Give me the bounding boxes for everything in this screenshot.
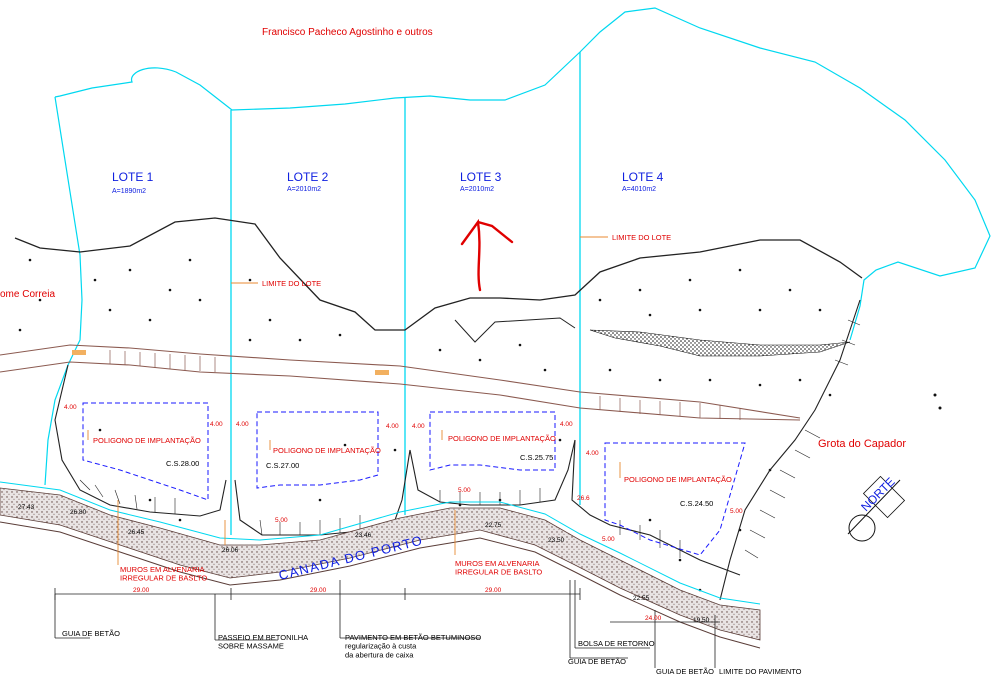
svg-text:4.00: 4.00 [586,450,599,457]
road-curb-north [0,481,761,605]
terrain-edge [14,217,863,331]
legend-guia-betao-2: GUIA DE BETÃO [568,657,626,666]
polygon-label-4: POLIGONO DE IMPLANTAÇÃO [624,475,732,484]
leader-lines [72,236,621,565]
svg-text:5.00: 5.00 [275,517,288,524]
level-label-1: C.S.28.00 [166,459,199,468]
lot-2-area: A=2010m2 [287,186,321,193]
svg-text:29.00: 29.00 [485,587,502,594]
road-edge-south [0,521,761,649]
svg-text:29.00: 29.00 [310,587,327,594]
svg-text:19.50: 19.50 [693,617,710,624]
svg-text:26.45: 26.45 [128,529,145,536]
road-sidewalk [0,487,761,641]
svg-text:22.55: 22.55 [633,595,650,602]
north-owner-label: Francisco Pacheco Agostinho e outros [262,27,433,38]
polygon-label-3: POLIGONO DE IMPLANTAÇÃO [448,434,556,443]
svg-text:4.00: 4.00 [236,421,249,428]
north-symbol [847,475,906,542]
level-label-4: C.S.24.50 [680,499,713,508]
path-hatch [109,350,741,420]
wall-hatch [79,319,861,559]
legend-guia-betao-1: GUIA DE BETÃO [62,629,120,638]
west-neighbor-label: ome Correia [0,289,55,300]
svg-text:23.50: 23.50 [548,537,565,544]
orientation-arrow [460,218,514,292]
frontage-labels: 29.00 29.00 29.00 24.00 [133,587,662,622]
level-label-3: C.S.25.75 [520,453,553,462]
svg-text:24.00: 24.00 [645,615,662,622]
svg-text:27.43: 27.43 [18,504,35,511]
lot-limit-label-2: LIMITE DO LOTE [612,233,671,242]
polygon-label-1: POLIGONO DE IMPLANTAÇÃO [93,436,201,445]
elevation-labels: 27.43 26.80 26.45 26.06 23.46 22.75 23.5… [18,495,710,624]
east-neighbor-label: Grota do Capador [818,438,906,450]
legend-guia-betao-3: GUIA DE BETÃO [656,667,714,676]
legend-limite-pavimento: LIMITE DO PAVIMENTO [719,667,802,676]
svg-text:4.00: 4.00 [560,421,573,428]
svg-text:5.00: 5.00 [602,536,615,543]
svg-text:4.00: 4.00 [64,404,77,411]
terrain-notch [454,317,576,343]
svg-text:29.00: 29.00 [133,587,150,594]
lot-1-label: LOTE 1 [112,170,154,184]
level-label-2: C.S.27.00 [266,461,299,470]
lot-2-label: LOTE 2 [287,170,329,184]
property-boundary [54,7,991,341]
svg-text:26.80: 26.80 [70,509,87,516]
svg-text:26.06: 26.06 [222,547,239,554]
lot-limit-label-1: LIMITE DO LOTE [262,279,321,288]
lot-1-area: A=1890m2 [112,188,146,195]
lot-3-label: LOTE 3 [460,170,502,184]
lot-4-label: LOTE 4 [622,170,664,184]
lot-4-area: A=4010m2 [622,186,656,193]
setback-labels: 4.00 4.00 4.00 4.00 4.00 4.00 4.00 5.00 … [64,404,743,543]
old-path-north [0,344,801,419]
implantation-polygons [82,402,746,556]
svg-text:4.00: 4.00 [386,423,399,430]
dimension-lines [54,580,720,668]
svg-text:4.00: 4.00 [412,423,425,430]
svg-text:5.00: 5.00 [458,487,471,494]
svg-text:26.6: 26.6 [577,495,590,502]
lot-3-area: A=2010m2 [460,186,494,193]
legend-bolsa: BOLSA DE RETORNO [578,639,655,648]
svg-text:22.75: 22.75 [485,522,502,529]
svg-text:4.00: 4.00 [210,421,223,428]
svg-text:23.46: 23.46 [355,532,372,539]
svg-text:5.00: 5.00 [730,508,743,515]
rock-outcrop [589,329,851,357]
polygon-label-2: POLIGONO DE IMPLANTAÇÃO [273,446,381,455]
retaining-walls [54,299,861,601]
